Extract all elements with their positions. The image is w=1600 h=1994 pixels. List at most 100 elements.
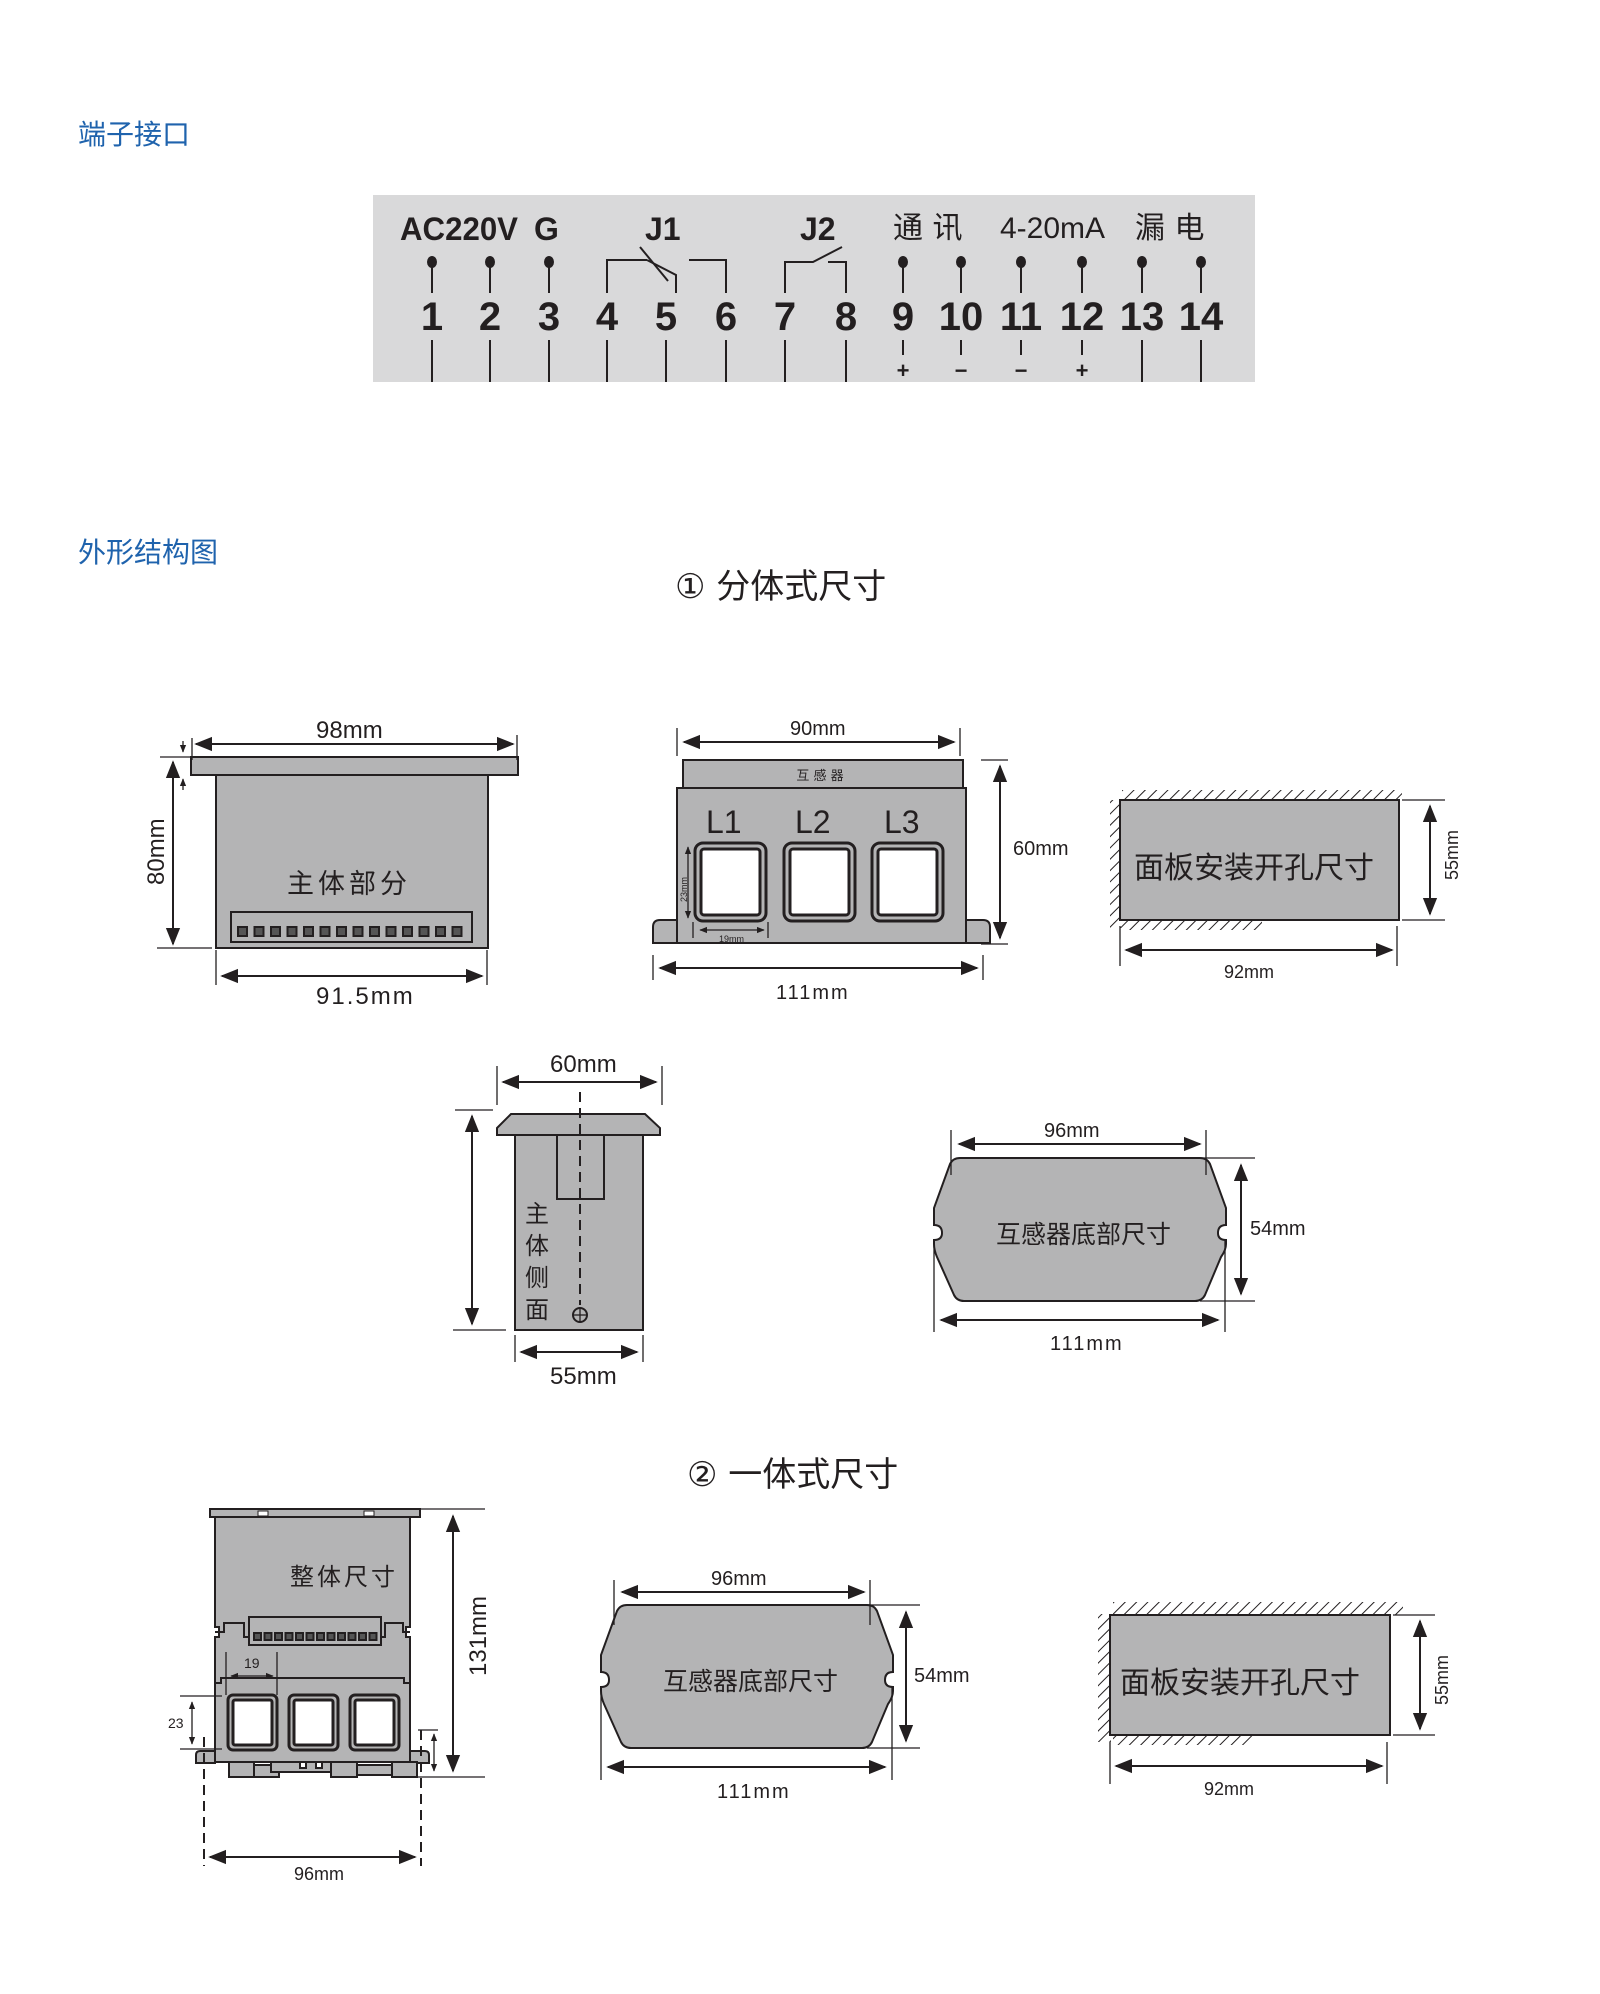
- terminal-pin: [352, 926, 364, 937]
- panel-cutout-view-split: 面板安装开孔尺寸 55mm 92mm: [1110, 790, 1462, 982]
- terminal-9: 9+: [892, 256, 914, 383]
- subtitle-integrated-type: ② 一体式尺寸: [687, 1455, 898, 1495]
- relay-j1-contact-nc: [606, 259, 677, 293]
- terminal-pin: [295, 1632, 304, 1641]
- label-j2: J2: [800, 211, 836, 247]
- terminal-pin: [451, 926, 463, 937]
- integrated-hole-1: [226, 1693, 279, 1752]
- transformer-front-view: 互 感 器 L1 L2 L3 23mm 19mm 90mm: [652, 718, 1069, 1004]
- terminal-pin: [358, 1632, 367, 1641]
- terminal-pin: [305, 1632, 315, 1641]
- panel-cutout-view-integrated: 面板安装开孔尺寸 55mm 92mm: [1098, 1602, 1452, 1799]
- dim-base-width-top: 96mm: [1044, 1120, 1100, 1142]
- terminal-pin: [336, 926, 347, 937]
- phase-hole-l2: [782, 841, 857, 923]
- dim-side-width-bottom: 55mm: [550, 1363, 617, 1390]
- integrated-hole-3: [348, 1693, 401, 1752]
- terminal-dot: [898, 256, 908, 268]
- terminal-dot: [1196, 256, 1206, 268]
- terminal-pin: [270, 926, 281, 937]
- main-body-front-view: 主体部分 98mm 80mm 91.5mm: [143, 717, 519, 1010]
- integrated-front-view: 整体尺寸 131mm 19: [168, 1508, 492, 1884]
- terminal-dot: [956, 256, 966, 268]
- transformer-base-label-2: 互感器底部尺寸: [663, 1667, 838, 1696]
- transformer-base-label: 互感器底部尺寸: [996, 1220, 1171, 1249]
- terminal-pin: [237, 926, 248, 937]
- dim-base2-height: 54mm: [914, 1665, 970, 1687]
- polarity-sign: +: [897, 358, 910, 383]
- side-label-3: 侧: [525, 1264, 549, 1292]
- terminal-number: 6: [715, 295, 737, 339]
- dim-transformer-height: 60mm: [1013, 838, 1069, 860]
- side-label-2: 体: [525, 1232, 549, 1260]
- dim-base2-width-top: 96mm: [711, 1568, 767, 1590]
- terminal-12: 12+: [1060, 256, 1105, 383]
- terminal-10: 10 −: [939, 256, 984, 383]
- dim-cutout2-height: 55mm: [1432, 1655, 1452, 1705]
- terminal-11: 11−: [1000, 256, 1042, 383]
- terminal-number: 12: [1060, 295, 1105, 339]
- terminal-pin: [385, 926, 397, 937]
- dim-transformer-width-bottom: 111mm: [776, 982, 850, 1004]
- transformer-right-foot: [965, 919, 991, 944]
- terminal-pin: [263, 1632, 273, 1641]
- main-body-bezel-plate: [190, 756, 519, 776]
- label-ground: G: [534, 211, 559, 247]
- dim-main-width-bottom: 91.5mm: [316, 983, 415, 1010]
- terminal-number: 8: [835, 295, 857, 339]
- terminal-number: 14: [1179, 295, 1224, 339]
- terminal-dot: [544, 256, 554, 268]
- relay-j1-contact-no: [689, 259, 727, 293]
- transformer-base-view-split: 互感器底部尺寸 96mm 54mm 111mm: [933, 1120, 1306, 1355]
- dim-hole-width: 19mm: [719, 934, 744, 944]
- panel-cutout-rect-2: [1109, 1614, 1391, 1736]
- terminal-number: 10: [939, 295, 984, 339]
- label-communication: 通 讯: [893, 211, 963, 246]
- transformer-top-label: 互 感 器: [796, 768, 843, 784]
- side-body-connector: [556, 1134, 605, 1200]
- terminal-strip-background: [373, 195, 1255, 382]
- terminal-pin: [316, 1632, 325, 1641]
- terminal-pin: [326, 1632, 336, 1641]
- terminal-dot: [485, 256, 495, 268]
- terminal-pin: [369, 926, 380, 937]
- terminal-number: 11: [1000, 295, 1042, 339]
- terminal-2: 2: [479, 256, 501, 382]
- terminal-pin: [253, 1632, 262, 1641]
- main-body-side-view: 主 体 侧 面 60mm 55mm: [453, 1051, 663, 1390]
- phase-hole-l1: [693, 841, 768, 923]
- terminal-number: 13: [1120, 295, 1165, 339]
- panel-cutout-label: 面板安装开孔尺寸: [1134, 851, 1374, 886]
- side-label-1: 主: [525, 1200, 549, 1228]
- transformer-base-shape-2: [600, 1604, 894, 1749]
- phase-label-l3: L3: [884, 804, 920, 840]
- dim-base2-width-bottom: 111mm: [717, 1781, 791, 1803]
- dim-hole-height: 23mm: [679, 877, 689, 902]
- section-title-outline: 外形结构图: [78, 536, 218, 569]
- terminal-dot: [1077, 256, 1087, 268]
- terminal-number: 3: [538, 295, 560, 339]
- relay-j1-switch-arm: [639, 246, 669, 282]
- main-body-label: 主体部分: [287, 869, 411, 900]
- terminal-pin: [286, 926, 298, 937]
- transformer-left-foot: [652, 919, 678, 944]
- phase-hole-l3: [870, 841, 945, 923]
- transformer-base-shape: [933, 1157, 1227, 1302]
- terminal-1: 1: [421, 256, 443, 382]
- polarity-sign: −: [955, 358, 968, 383]
- side-body-case: [514, 1134, 644, 1331]
- label-ac220v: AC220V: [400, 211, 519, 247]
- terminal-pin: [435, 926, 446, 937]
- terminal-dot: [1016, 256, 1026, 268]
- label-leakage: 漏 电: [1135, 211, 1205, 246]
- label-j1: J1: [645, 211, 681, 247]
- terminal-pin: [253, 926, 265, 937]
- terminal-pin: [418, 926, 430, 937]
- dim-cutout-width: 92mm: [1224, 962, 1274, 982]
- terminal-dot: [427, 256, 437, 268]
- side-label-4: 面: [525, 1296, 549, 1324]
- integrated-hole-2: [287, 1693, 340, 1752]
- dim-transformer-width-top: 90mm: [790, 718, 846, 740]
- phase-label-l1: L1: [706, 804, 742, 840]
